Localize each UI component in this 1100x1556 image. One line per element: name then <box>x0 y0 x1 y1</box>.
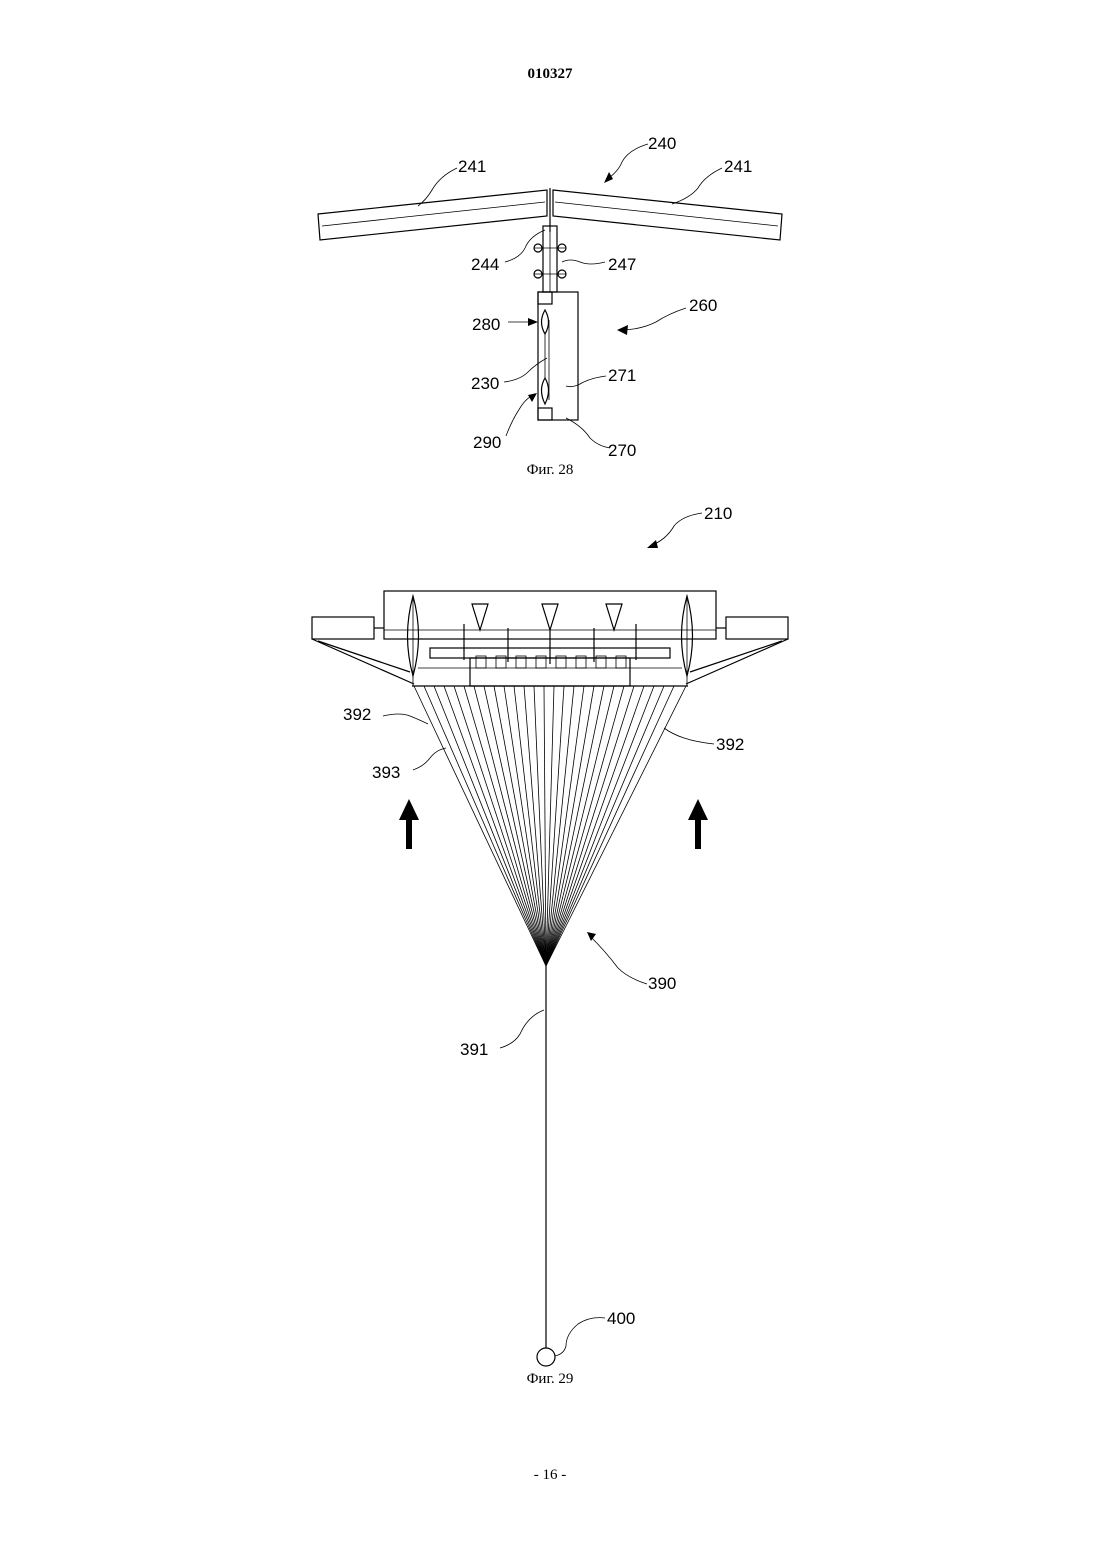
label-280: 280 <box>472 315 500 334</box>
label-241-right: 241 <box>724 157 752 176</box>
label-271: 271 <box>608 366 636 385</box>
tether-fan <box>414 686 686 966</box>
label-393: 393 <box>372 763 400 782</box>
label-391: 391 <box>460 1040 488 1059</box>
side-pod-right <box>726 617 788 639</box>
wing-right <box>553 190 782 240</box>
anchor-ball <box>537 1348 555 1366</box>
figure-28-drawing: 240 241 241 244 247 260 280 230 271 290 … <box>318 134 782 460</box>
label-247: 247 <box>608 255 636 274</box>
label-244: 244 <box>471 255 499 274</box>
wind-arrow-left <box>399 799 419 849</box>
label-230: 230 <box>471 374 499 393</box>
label-400: 400 <box>607 1309 635 1328</box>
figure-29-drawing: 210 392 392 393 390 391 400 <box>312 504 788 1366</box>
label-392-right: 392 <box>716 735 744 754</box>
wind-arrow-right <box>688 799 708 849</box>
connector-bracket <box>534 226 566 292</box>
label-240: 240 <box>648 134 676 153</box>
figure-29-caption: Фиг. 29 <box>450 1371 650 1388</box>
page-number: - 16 - <box>0 1467 1100 1484</box>
label-260: 260 <box>689 296 717 315</box>
label-390: 390 <box>648 974 676 993</box>
label-270: 270 <box>608 441 636 460</box>
label-241-left: 241 <box>458 157 486 176</box>
label-392-left: 392 <box>343 705 371 724</box>
label-210: 210 <box>704 504 732 523</box>
label-290: 290 <box>473 433 501 452</box>
housing-unit <box>538 292 578 420</box>
side-pod-left <box>312 617 374 639</box>
figure-28-caption: Фиг. 28 <box>450 462 650 479</box>
wing-left <box>318 190 547 240</box>
